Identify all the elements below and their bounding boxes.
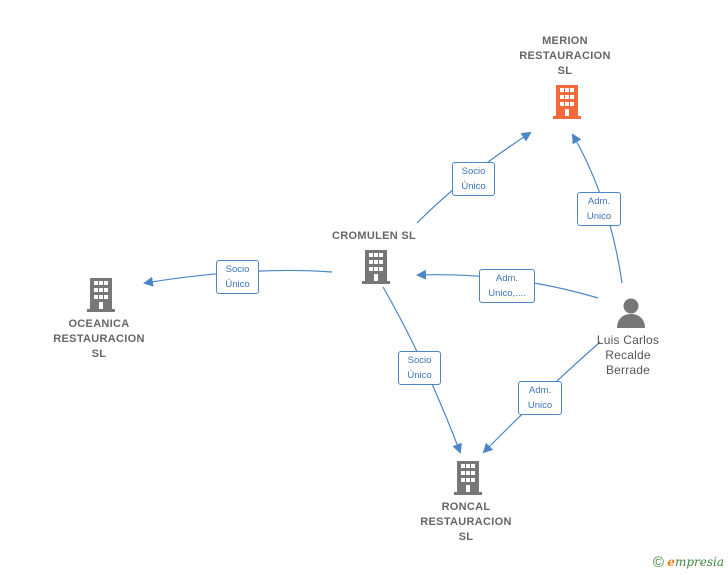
edge-label-cromulen-oceanica: Socio Único [216,260,259,294]
edge-label-person-merion: Adm. Unico [577,192,621,226]
copyright-icon: © [652,554,664,571]
edge-label-cromulen-merion: Socio Único [452,162,495,196]
empresia-logo: © empresia [652,554,724,571]
edge-label-person-roncal: Adm. Unico [518,381,562,415]
person-icon[interactable] [616,297,646,329]
node-label-oceanica[interactable]: OCEANICA RESTAURACION SL [53,318,145,360]
node-label-person[interactable]: Luis Carlos Recalde Berrade [596,333,660,377]
building-icon[interactable] [552,85,582,119]
building-icon[interactable] [453,461,483,495]
building-icon[interactable] [361,250,391,284]
building-icon[interactable] [86,278,116,312]
node-label-roncal[interactable]: RONCAL RESTAURACION SL [420,501,512,543]
node-label-merion[interactable]: MERION RESTAURACION SL [519,35,611,77]
node-label-cromulen[interactable]: CROMULEN SL [332,230,416,242]
edge-label-person-cromulen: Adm. Unico,.... [479,269,535,303]
edge-label-cromulen-roncal: Socio Único [398,351,441,385]
